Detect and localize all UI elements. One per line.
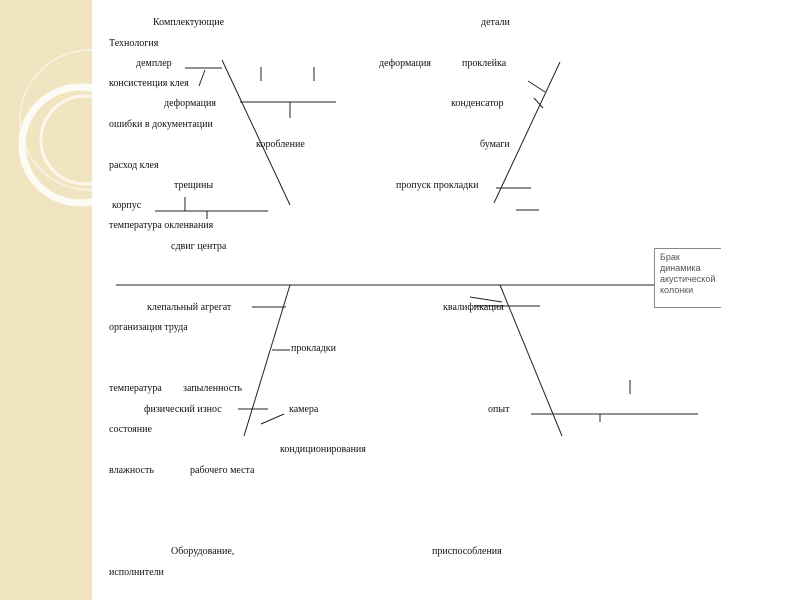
label-prisposobleniya: приспособления [432,546,502,557]
label-bumagi: бумаги [480,139,510,150]
label-konditsionirovaniya: кондиционирования [280,444,366,455]
rib-kamera [260,413,285,425]
rib-right-top-b [533,97,544,109]
label-sostoyanie: состояние [109,424,152,435]
label-prokladki: прокладки [291,343,336,354]
branch-top-right [493,61,561,204]
label-organizatsiya-truda: организация труда [109,322,188,333]
label-sdvig-tsentra: сдвиг центра [171,241,227,252]
label-oshibki-v-dokumentatsii: ошибки в документации [109,119,213,130]
decorative-circles [18,49,92,207]
label-vlazhnost: влажность [109,465,154,476]
branch-top-left [221,59,291,206]
label-komplektuyushchie: Комплектующие [153,17,225,28]
label-fizicheskiy-iznos: физический износ [144,404,222,415]
label-raskhod-kleya: расход клея [109,160,159,171]
label-korpus: корпус [112,200,142,211]
label-deformatsiya: деформация [164,98,216,109]
rib-right-top-a [527,80,546,93]
label-temperatura: температура [109,383,162,394]
label-oborudovanie: Оборудование, [171,546,235,557]
label-rabochego-mesta: рабочего места [190,465,255,476]
label-kvalifikatsiya: квалификация [443,302,504,313]
label-zapylennost: запыленность [183,383,243,394]
label-deformatsiya-top: деформация [379,58,431,69]
label-kondensator: конденсатор [451,98,504,109]
decorative-background-band [0,0,92,600]
label-propusk-prokladki: пропуск прокладки [396,180,479,191]
label-tekhnologiya: Технология [109,38,159,49]
effect-box: Брак динамика акустической колонки [654,248,721,308]
label-opyt: опыт [488,404,510,415]
branch-bottom-right [499,284,563,437]
rib-kvalif-diag [469,296,503,303]
label-detali: детали [481,17,510,28]
label-klepalnyy-agregat: клепальный агрегат [147,302,232,313]
label-konsistentsiya-kleya: консистенция клея [109,78,189,89]
label-koroblenie: коробление [256,139,305,150]
label-dempler: демплер [136,58,172,69]
effect-text: Брак динамика акустической колонки [660,252,716,295]
label-temperatura-oklevaniya: температура окленвания [109,220,214,231]
branch-bottom-left [243,284,291,437]
rib-konsistentsiya [198,69,206,87]
label-ispolniteli: исполнители [109,567,164,578]
label-treshchiny: трещины [174,180,214,191]
label-prokleyka: проклейка [462,58,507,69]
label-kamera: камера [289,404,319,415]
